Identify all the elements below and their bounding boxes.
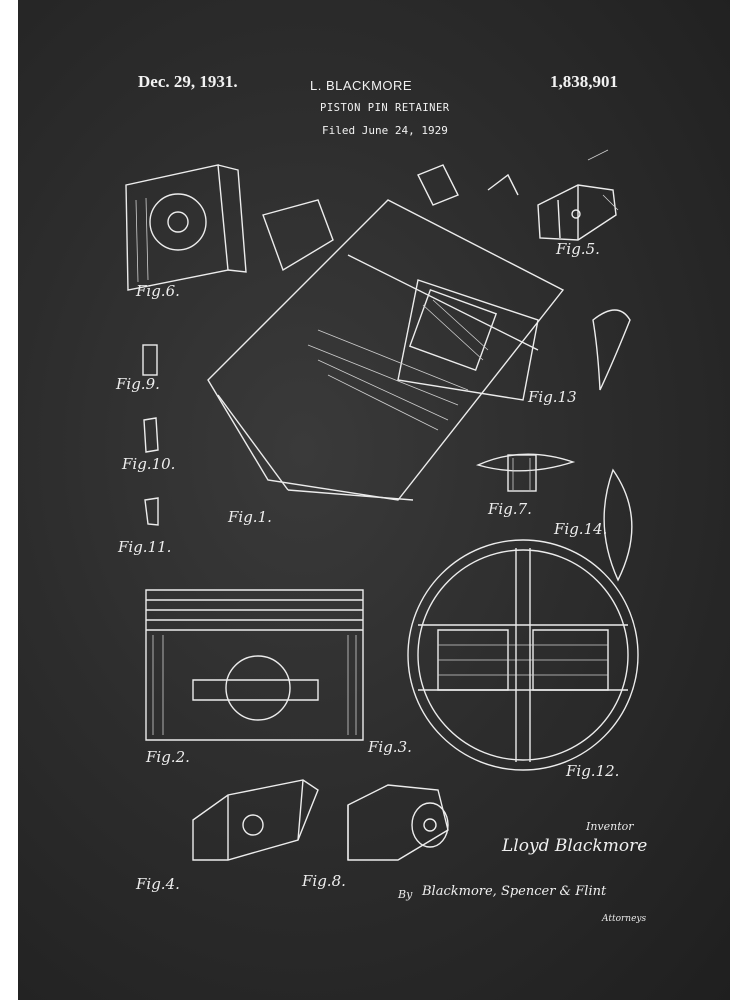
fig14-drawing	[603, 468, 633, 582]
fig4-label: Fig.4.	[136, 875, 180, 893]
fig7-drawing	[475, 453, 576, 492]
fig2-drawing	[145, 589, 364, 741]
fig3-label: Fig.3.	[368, 738, 412, 756]
fig9-label: Fig.9.	[116, 375, 160, 393]
fig2-label: Fig.2.	[146, 748, 190, 766]
fig6-drawing	[125, 164, 247, 291]
inventor-label: Inventor	[586, 820, 634, 833]
fig1-label: Fig.1.	[228, 508, 272, 526]
fig13-label: Fig.13	[528, 388, 577, 406]
fig5-drawing	[537, 149, 619, 241]
patent-number: 1,838,901	[550, 72, 618, 91]
fig12-drawing	[407, 539, 639, 771]
fig1-drawing	[207, 164, 565, 501]
fig10-label: Fig.10.	[122, 455, 176, 473]
fig8-label: Fig.8.	[302, 872, 346, 890]
attorneys-signature: Blackmore, Spencer & Flint	[422, 884, 607, 899]
filed-date: Filed June 24, 1929	[322, 124, 448, 137]
fig4-drawing	[192, 779, 319, 861]
fig12-label: Fig.12.	[566, 762, 620, 780]
patent-drawings	[125, 149, 639, 861]
patent-date: Dec. 29, 1931.	[138, 72, 238, 91]
attorneys-label: Attorneys	[602, 914, 647, 924]
patent-title: PISTON PIN RETAINER	[320, 102, 450, 114]
fig6-label: Fig.6.	[136, 282, 180, 300]
fig7-label: Fig.7.	[488, 500, 532, 518]
fig13-drawing	[592, 309, 631, 391]
fig5-label: Fig.5.	[556, 240, 600, 258]
by-label: By	[398, 888, 413, 901]
fig9-10-11-drawings	[142, 344, 159, 526]
fig14-label: Fig.14.	[554, 520, 608, 538]
inventor-signature: Lloyd Blackmore	[502, 836, 648, 856]
fig11-label: Fig.11.	[118, 538, 172, 556]
fig8-drawing	[347, 784, 449, 861]
patent-sheet: Dec. 29, 1931. L. BLACKMORE 1,838,901 PI…	[18, 0, 730, 1000]
inventor-header: L. BLACKMORE	[310, 78, 413, 93]
